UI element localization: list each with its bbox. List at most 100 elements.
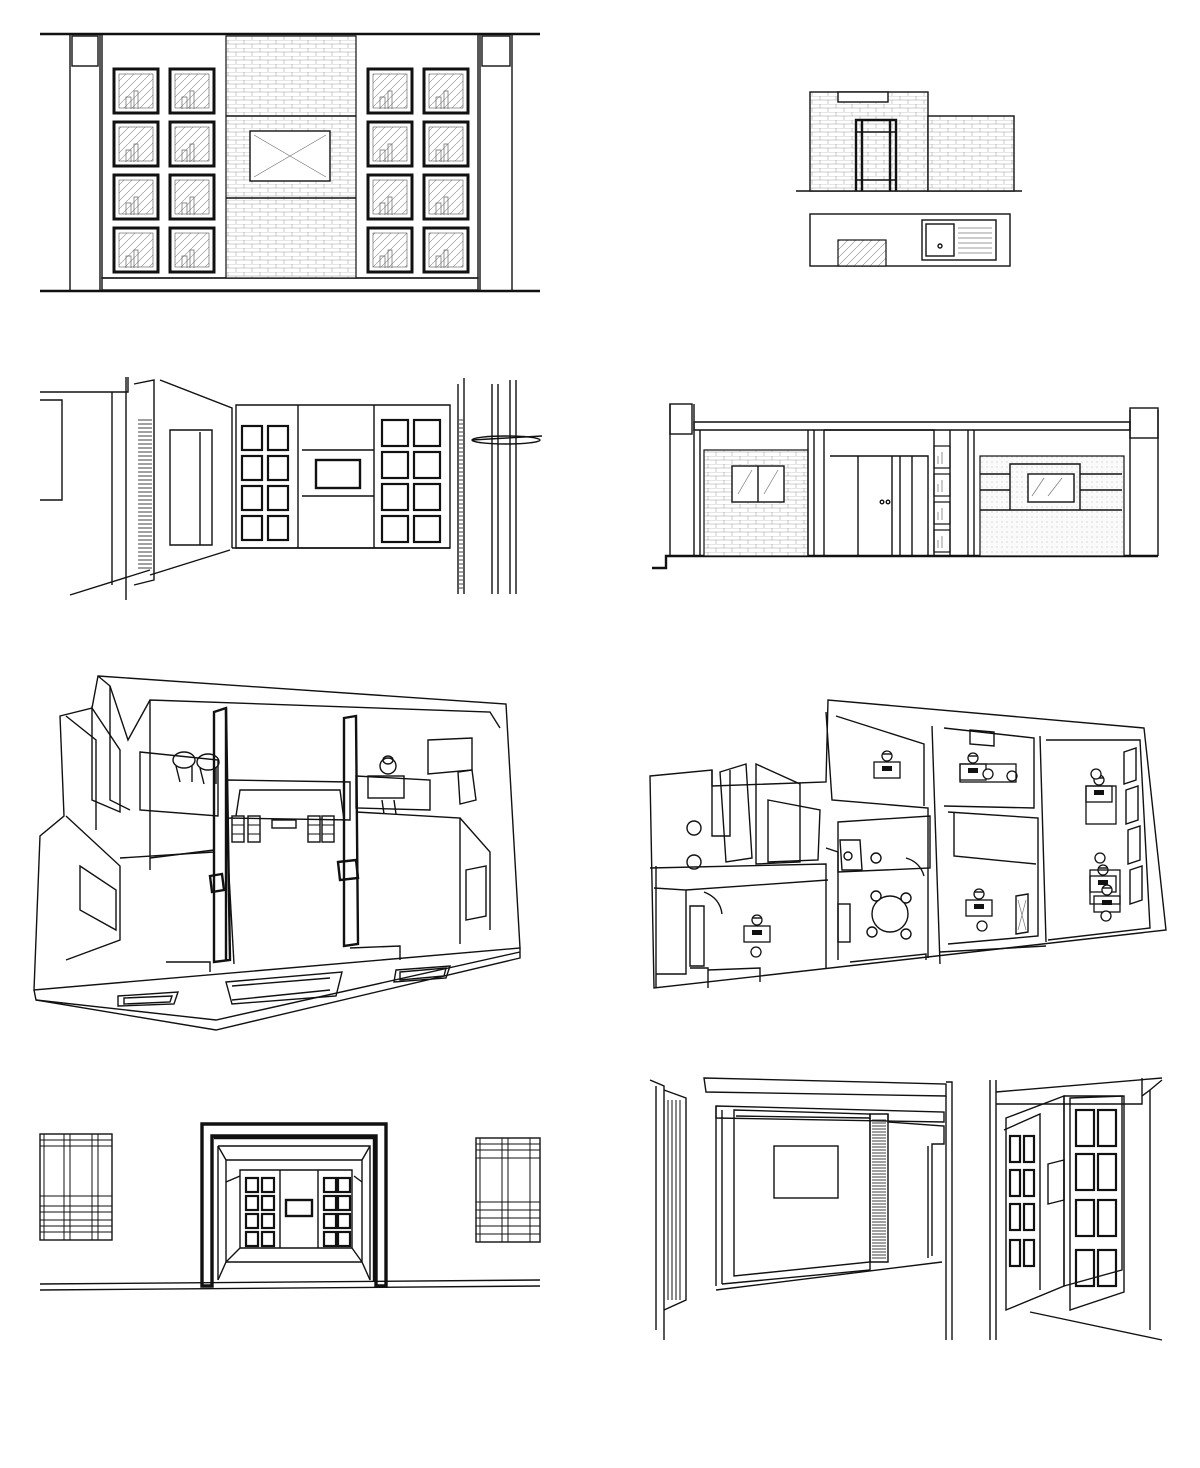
display-frame bbox=[336, 1230, 352, 1248]
reception-perspective bbox=[40, 377, 543, 600]
axonometric-north-wing bbox=[33, 675, 521, 1031]
monitor-icon bbox=[974, 904, 984, 909]
bookcase-cubby bbox=[366, 67, 414, 115]
chair-icon bbox=[881, 750, 893, 762]
display-frame bbox=[1022, 1238, 1036, 1268]
bookcase-right bbox=[366, 67, 470, 274]
display-frame bbox=[412, 514, 442, 544]
tv-panel bbox=[271, 819, 297, 829]
display-frame bbox=[412, 482, 442, 512]
book-icon bbox=[181, 90, 195, 109]
bookcase-left bbox=[112, 67, 216, 274]
display-frame bbox=[1074, 1198, 1096, 1238]
entrance-perspective bbox=[39, 1122, 541, 1291]
bookcase-cubby bbox=[422, 226, 470, 274]
monitor-icon bbox=[1102, 900, 1112, 905]
display-frame bbox=[1096, 1198, 1118, 1238]
display-frame bbox=[244, 1230, 260, 1248]
cabinet-unit bbox=[321, 815, 335, 843]
book-icon bbox=[435, 143, 449, 162]
lounge-chairs bbox=[172, 751, 220, 785]
chair-icon bbox=[1090, 768, 1102, 780]
chair-icon bbox=[982, 768, 994, 780]
axonometric-office-floor bbox=[649, 699, 1167, 989]
display-frame bbox=[260, 1212, 276, 1230]
display-frame bbox=[266, 484, 290, 512]
display-frame bbox=[322, 1230, 338, 1248]
chair-icon bbox=[976, 920, 988, 932]
cabinet-unit bbox=[231, 815, 245, 843]
bookcase-cubby bbox=[112, 67, 160, 115]
display-frame bbox=[1022, 1168, 1036, 1198]
bookcase-cubby bbox=[422, 173, 470, 221]
bookcase-cubby bbox=[366, 120, 414, 168]
monitor-icon bbox=[1098, 880, 1108, 885]
display-frame bbox=[244, 1194, 260, 1212]
chair-icon bbox=[1006, 770, 1018, 782]
display-frame bbox=[244, 1212, 260, 1230]
display-frame bbox=[336, 1176, 352, 1194]
display-frame bbox=[336, 1194, 352, 1212]
bookcase-cubby bbox=[112, 120, 160, 168]
book-icon bbox=[379, 143, 393, 162]
book-icon bbox=[379, 196, 393, 215]
book-icon bbox=[181, 143, 195, 162]
chair-icon bbox=[751, 914, 763, 926]
display-frame bbox=[1074, 1108, 1096, 1148]
display-frame bbox=[322, 1194, 338, 1212]
office-front-elevation bbox=[652, 403, 1159, 570]
book-icon bbox=[937, 452, 943, 464]
display-frame bbox=[1008, 1168, 1022, 1198]
monitor-icon bbox=[1094, 790, 1104, 795]
display-frame bbox=[240, 514, 264, 542]
desk-cluster bbox=[1089, 869, 1121, 905]
display-frame bbox=[322, 1212, 338, 1230]
display-frame bbox=[1022, 1202, 1036, 1232]
shared-desk bbox=[959, 763, 1017, 783]
book-icon bbox=[181, 249, 195, 268]
book-icon bbox=[937, 536, 943, 548]
display-frame bbox=[240, 424, 264, 452]
display-frame bbox=[412, 450, 442, 480]
bookcase-cubby bbox=[168, 120, 216, 168]
book-icon bbox=[379, 90, 393, 109]
display-frame bbox=[1096, 1248, 1118, 1288]
display-frame bbox=[1096, 1152, 1118, 1192]
display-frame bbox=[1008, 1134, 1022, 1164]
round-meeting-table bbox=[866, 890, 912, 940]
cabinet-unit bbox=[307, 815, 321, 843]
display-frame bbox=[1074, 1152, 1096, 1192]
book-icon bbox=[125, 90, 139, 109]
display-frame bbox=[266, 424, 290, 452]
display-frame bbox=[1008, 1238, 1022, 1268]
display-frame bbox=[1008, 1202, 1022, 1232]
display-frame bbox=[336, 1212, 352, 1230]
display-frame bbox=[260, 1230, 276, 1248]
chair-icon bbox=[1101, 884, 1113, 896]
book-icon bbox=[181, 196, 195, 215]
display-frame bbox=[1022, 1134, 1036, 1164]
display-frame bbox=[412, 418, 442, 448]
book-icon bbox=[937, 480, 943, 492]
bookcase-cubby bbox=[168, 173, 216, 221]
display-frame bbox=[380, 418, 410, 448]
bookcase-cubby bbox=[366, 226, 414, 274]
cubby-glass bbox=[174, 232, 210, 268]
display-frame bbox=[240, 484, 264, 512]
kitchenette-elevation-and-plan bbox=[796, 91, 1022, 267]
display-frame bbox=[380, 514, 410, 544]
bookcase-cubby bbox=[168, 67, 216, 115]
book-icon bbox=[435, 249, 449, 268]
display-frame bbox=[244, 1176, 260, 1194]
chair-icon bbox=[1100, 910, 1112, 922]
display-frame bbox=[322, 1176, 338, 1194]
book-icon bbox=[379, 249, 393, 268]
display-frame bbox=[240, 454, 264, 482]
chair-icon bbox=[750, 946, 762, 958]
monitor-icon bbox=[752, 930, 762, 935]
bookcase-wall-elevation bbox=[40, 32, 540, 293]
display-frame bbox=[260, 1194, 276, 1212]
book-icon bbox=[125, 249, 139, 268]
book-icon bbox=[435, 196, 449, 215]
